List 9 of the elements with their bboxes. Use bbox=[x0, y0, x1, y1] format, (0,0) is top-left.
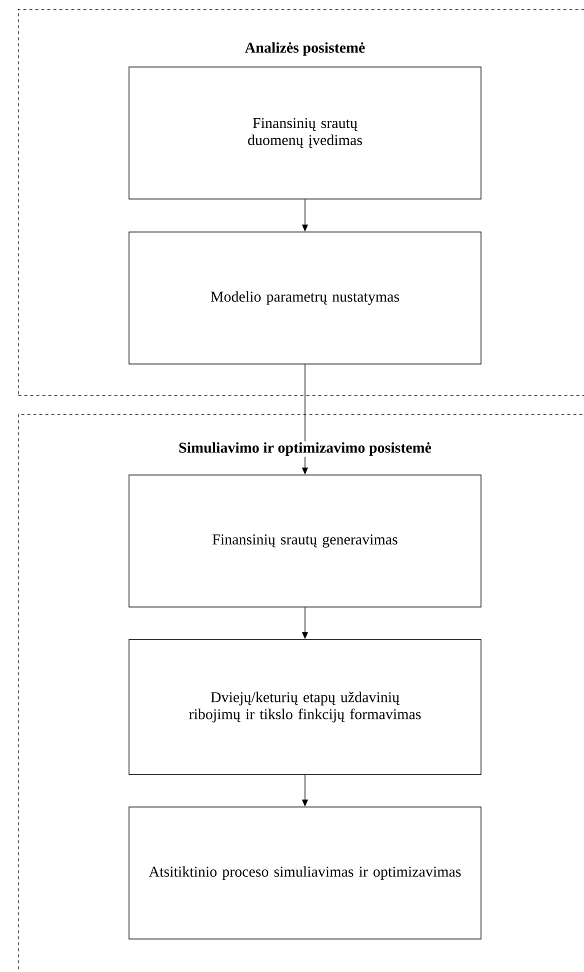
process-box: Dviejų/keturių etapų uždavinių ribojimų ir tikslo finkcijų formavimas bbox=[128, 639, 482, 775]
region-frame bbox=[18, 414, 584, 972]
process-box: Atsitiktinio proceso simuliavimas ir optimizavimas bbox=[128, 806, 482, 940]
region-frame bbox=[18, 9, 584, 396]
region-heading: Analizės posistemė bbox=[244, 41, 366, 57]
region-heading: Simuliavimo ir optimizavimo posistemė bbox=[178, 441, 432, 457]
process-box: Finansinių srautų generavimas bbox=[128, 474, 482, 608]
process-box: Finansinių srautų duomenų įvedimas bbox=[128, 66, 482, 200]
process-box: Modelio parametrų nustatymas bbox=[128, 232, 482, 364]
